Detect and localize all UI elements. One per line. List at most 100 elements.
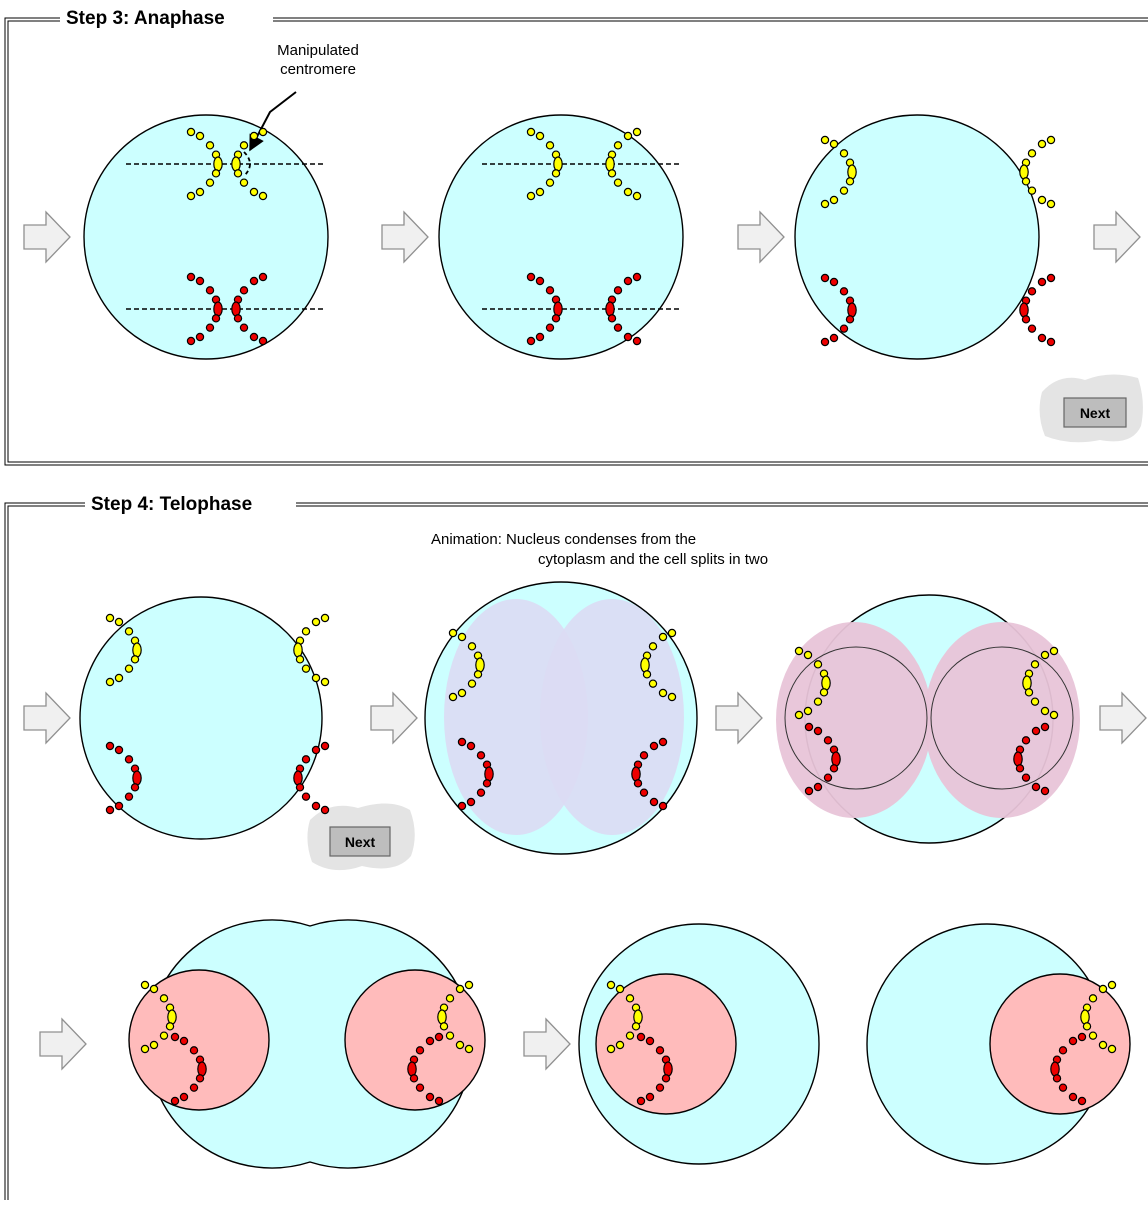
chromosome-bead bbox=[189, 1083, 199, 1092]
chromosome-bead bbox=[249, 131, 259, 141]
chromosome-bead bbox=[186, 127, 196, 137]
chromosome-bead bbox=[1031, 782, 1041, 792]
animation-caption-2: cytoplasm and the cell splits in two bbox=[538, 551, 768, 568]
chromosome-bead bbox=[189, 1046, 199, 1055]
chromosome-bead bbox=[633, 779, 643, 788]
chromosome-bead bbox=[615, 984, 625, 994]
chromosome-bead bbox=[535, 187, 545, 197]
chromosome-bead bbox=[105, 677, 115, 687]
chromosome-bead bbox=[211, 169, 221, 178]
centromere bbox=[633, 1009, 643, 1025]
chromosome-bead bbox=[476, 751, 486, 760]
centromere bbox=[437, 1009, 447, 1025]
chromosome-bead bbox=[114, 745, 124, 755]
chromosome-bead bbox=[839, 324, 849, 333]
chromosome-bead bbox=[320, 805, 330, 815]
chromosome-bead bbox=[239, 286, 249, 295]
chromosome-bead bbox=[295, 655, 305, 664]
chromosome-bead bbox=[1030, 660, 1040, 669]
chromosome-bead bbox=[829, 277, 839, 287]
anaphase-title: Step 3: Anaphase bbox=[66, 8, 225, 29]
chromosome-bead bbox=[803, 706, 813, 716]
chromosome-bead bbox=[205, 323, 215, 332]
chromosome-bead bbox=[434, 1096, 444, 1106]
chromosome-bead bbox=[140, 980, 150, 990]
chromosome-bead bbox=[445, 1031, 455, 1040]
chromosome-bead bbox=[195, 187, 205, 197]
chromosome-bead bbox=[211, 314, 221, 323]
chromosome-bead bbox=[320, 741, 330, 751]
chromosome-bead bbox=[613, 178, 623, 187]
chromosome-bead bbox=[1021, 736, 1031, 745]
chromosome-bead bbox=[473, 670, 483, 679]
chromosome-bead bbox=[1037, 333, 1047, 343]
centromere bbox=[553, 301, 563, 317]
chromosome-bead bbox=[195, 276, 205, 286]
chromosome-bead bbox=[159, 1031, 169, 1040]
chromosome-bead bbox=[114, 673, 124, 683]
chromosome-bead bbox=[655, 1046, 665, 1055]
centromere bbox=[605, 156, 615, 172]
chromosome-bead bbox=[170, 1032, 180, 1042]
chromosome-bead bbox=[159, 994, 169, 1003]
chromosome-bead bbox=[645, 1036, 655, 1046]
chromosome-bead bbox=[425, 1036, 435, 1046]
animation-caption-1: Animation: Nucleus condenses from the bbox=[431, 531, 696, 548]
chromosome-bead bbox=[813, 660, 823, 669]
chromosome-bead bbox=[464, 980, 474, 990]
chromosome-bead bbox=[623, 332, 633, 342]
chromosome-bead bbox=[434, 1032, 444, 1042]
right-arrow-icon bbox=[1099, 691, 1147, 745]
telophase-cell-3 bbox=[776, 594, 1080, 844]
chromosome-bead bbox=[457, 632, 467, 642]
anaphase-panel: Step 3: Anaphase bbox=[4, 8, 1148, 466]
telophase-title: Step 4: Telophase bbox=[91, 494, 252, 515]
chromosome-bead bbox=[320, 677, 330, 687]
chromosome-bead bbox=[667, 692, 677, 702]
chromosome-bead bbox=[658, 801, 668, 811]
centromere bbox=[1019, 164, 1029, 180]
right-arrow-icon bbox=[381, 210, 429, 264]
chromosome-bead bbox=[545, 141, 555, 150]
chromosome-bead bbox=[655, 1083, 665, 1092]
chromosome-bead bbox=[658, 737, 668, 747]
centromere bbox=[831, 751, 841, 767]
chromosome-bead bbox=[149, 1040, 159, 1050]
chromosome-bead bbox=[1052, 1074, 1062, 1083]
chromosome-bead bbox=[636, 1096, 646, 1106]
chromosome-bead bbox=[258, 127, 268, 137]
centromere bbox=[1050, 1061, 1060, 1077]
chromosome-bead bbox=[311, 745, 321, 755]
chromosome-bead bbox=[632, 336, 642, 346]
chromosome-bead bbox=[466, 797, 476, 807]
chromosome-bead bbox=[301, 792, 311, 801]
centromere bbox=[132, 642, 142, 658]
centromere bbox=[293, 770, 303, 786]
daughter-cell-left bbox=[578, 923, 820, 1165]
chromosome-bead bbox=[239, 141, 249, 150]
chromosome-bead bbox=[1077, 1032, 1087, 1042]
chromosome-bead bbox=[239, 178, 249, 187]
centromere bbox=[1019, 302, 1029, 318]
centromere bbox=[1080, 1009, 1090, 1025]
chromosome-bead bbox=[829, 333, 839, 343]
chromosome-bead bbox=[205, 286, 215, 295]
telophase-next-button[interactable]: Next bbox=[307, 803, 415, 871]
chromosome-bead bbox=[804, 786, 814, 796]
chromosome-bead bbox=[105, 741, 115, 751]
chromosome-bead bbox=[130, 783, 140, 792]
chromosome-bead bbox=[1107, 1044, 1117, 1054]
telophase-panel: Step 4: Telophase bbox=[4, 494, 1148, 1200]
right-arrow-icon bbox=[523, 1017, 571, 1071]
chromosome-bead bbox=[606, 980, 616, 990]
chromosome-bead bbox=[233, 314, 243, 323]
chromosome-bead bbox=[639, 788, 649, 797]
chromosome-bead bbox=[295, 783, 305, 792]
chromosome-bead bbox=[625, 994, 635, 1003]
chromosome-bead bbox=[1058, 1083, 1068, 1092]
right-arrow-icon bbox=[23, 691, 71, 745]
daughter-cell-right bbox=[866, 923, 1131, 1165]
anaphase-next-button[interactable]: Next bbox=[1039, 374, 1143, 443]
chromosome-bead bbox=[1027, 324, 1037, 333]
